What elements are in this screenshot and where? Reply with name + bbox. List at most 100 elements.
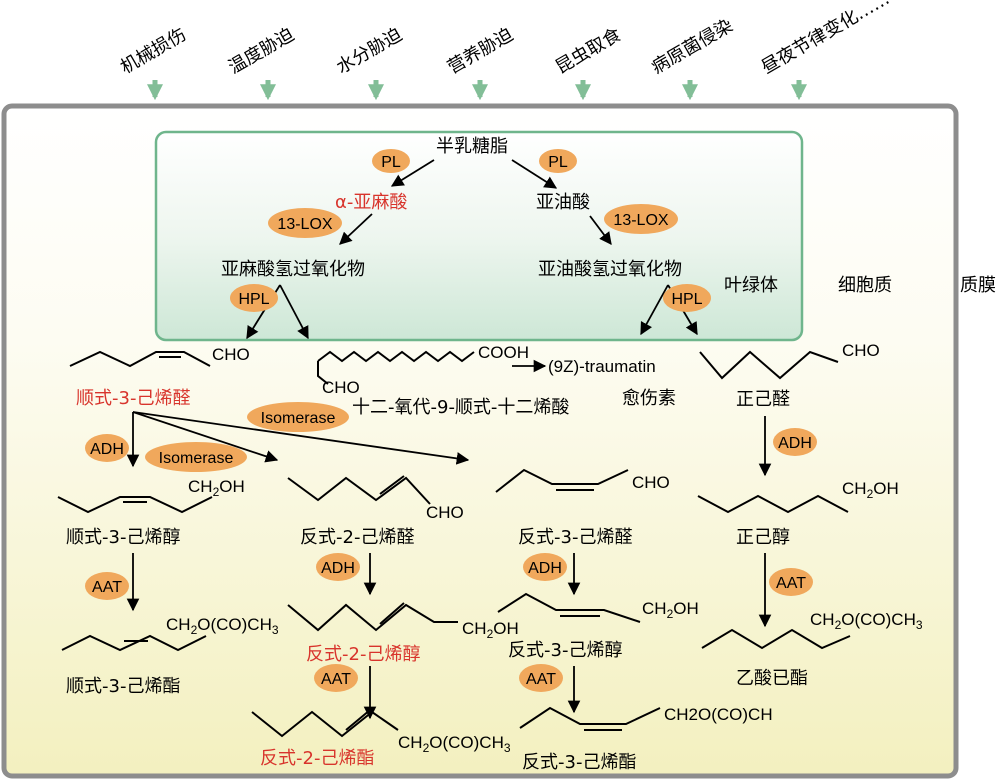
linoleic-label: 亚油酸 <box>536 192 590 213</box>
enzyme-pl-right: PL <box>539 149 577 173</box>
stress-pathogen: 病原菌侵染 <box>648 15 736 78</box>
ch2oh-group: CH2OH <box>188 477 245 499</box>
trans3-hexenol-structure <box>497 592 641 623</box>
oxo-acid-tail <box>317 361 329 385</box>
hexyl-acetate-label: 乙酸已酯 <box>736 668 808 689</box>
svg-text:ADH: ADH <box>528 560 562 577</box>
enzyme-adh-3: ADH <box>523 553 567 581</box>
enzyme-adh-1: ADH <box>85 434 129 462</box>
svg-text:HPL: HPL <box>238 291 269 308</box>
double-bond-line <box>345 709 371 731</box>
arrow-to-trans3-hexenal <box>132 411 470 465</box>
trans3-hexenal-structure <box>495 468 629 493</box>
stress-circadian: 昼夜节律变化…… <box>758 0 893 78</box>
arrow-to-alpha-linolenic <box>390 159 435 187</box>
trans2-hexenyl-acetate-structure <box>251 710 399 738</box>
svg-text:PL: PL <box>381 154 401 171</box>
hexyl-acetate-structure <box>701 628 851 650</box>
cho-group: CHO <box>842 341 880 360</box>
cis3-hexenyl-acetate-structure <box>61 634 207 652</box>
enzyme-hpl-right: HPL <box>663 284 711 312</box>
stress-mechanical: 机械损伤 <box>117 24 190 78</box>
trans2-hexenol-structure <box>287 603 458 632</box>
cis3-hexenol-structure <box>57 496 213 514</box>
svg-text:13-LOX: 13-LOX <box>277 216 332 233</box>
svg-text:AAT: AAT <box>776 575 806 592</box>
ch2oh-group: CH2OH <box>842 479 899 501</box>
enzyme-aat-hexanol: AAT <box>769 568 813 596</box>
enzyme-aat-1: AAT <box>85 572 129 600</box>
cho-group: CHO <box>632 473 670 492</box>
oxo-dodecenoic-label: 十二-氧代-9-顺式-十二烯酸 <box>352 397 569 418</box>
enzyme-lox-right: 13-LOX <box>604 204 678 234</box>
stress-arrows <box>146 80 808 101</box>
arrow-to-linoleic-hydroperoxide <box>589 215 612 246</box>
cooh-group: COOH <box>478 343 529 362</box>
acetate-group: CH2O(CO)CH3 <box>810 610 923 632</box>
acetate-group: CH2O(CO)CH3 <box>166 615 279 637</box>
cytoplasm-label: 细胞质 <box>838 275 892 296</box>
arrow-hpl-to-oxo-acid <box>279 284 309 340</box>
svg-text:PL: PL <box>548 154 568 171</box>
plasma-membrane-label: 质膜 <box>960 275 996 296</box>
enzyme-aat-3: AAT <box>519 664 563 692</box>
enzyme-hpl-left: HPL <box>230 284 278 312</box>
arrow-to-linoleic <box>511 159 558 189</box>
trans2-hexenyl-acetate-label: 反式-2-己烯酯 <box>260 748 374 769</box>
stress-insect: 昆虫取食 <box>552 24 625 78</box>
linoleic-hydroperoxide-label: 亚油酸氢过氧化物 <box>538 259 682 280</box>
chloroplast-label: 叶绿体 <box>724 275 778 296</box>
svg-text:ADH: ADH <box>90 441 124 458</box>
double-bond-line <box>379 475 405 495</box>
hexanal-label: 正己醛 <box>736 389 790 410</box>
stress-labels: 机械损伤 温度胁迫 水分胁迫 营养胁迫 昆虫取食 病原菌侵染 昼夜节律变化…… <box>117 0 893 78</box>
svg-text:HPL: HPL <box>671 291 702 308</box>
arrow-to-trans2-hexenal <box>132 411 279 463</box>
chloroplast-box <box>154 130 804 342</box>
acetate-group: CH2O(CO)CH3 <box>398 733 511 755</box>
galactolipid-label: 半乳糖脂 <box>436 136 508 157</box>
stress-water: 水分胁迫 <box>333 24 406 78</box>
svg-text:ADH: ADH <box>778 435 812 452</box>
alpha-linolenic-label: α-亚麻酸 <box>335 192 407 213</box>
svg-text:AAT: AAT <box>526 671 556 688</box>
cis3-hexenyl-acetate-label: 顺式-3-己烯酯 <box>66 676 180 697</box>
trans3-hexenal-label: 反式-3-己烯醛 <box>518 527 632 548</box>
double-bond-line <box>379 602 405 625</box>
stress-nutrition: 营养胁迫 <box>444 24 517 78</box>
cis3-hexenol-label: 顺式-3-己烯醇 <box>66 527 180 548</box>
trans3-hexenol-label: 反式-3-己烯醇 <box>508 640 622 661</box>
svg-text:AAT: AAT <box>321 671 351 688</box>
trans2-hexenal-label: 反式-2-己烯醛 <box>300 527 414 548</box>
enzyme-isomerase-middle: Isomerase <box>145 442 247 472</box>
traumatin-cn-label: 愈伤素 <box>622 388 676 409</box>
enzyme-lox-left: 13-LOX <box>268 208 342 238</box>
trans2-hexenol-label: 反式-2-己烯醇 <box>306 644 420 665</box>
trans2-hexenal-structure <box>287 476 431 505</box>
oxo-acid-chain <box>317 350 475 363</box>
cho-group: CHO <box>212 345 250 364</box>
enzyme-aat-2: AAT <box>314 664 358 692</box>
hexanol-label: 正己醇 <box>736 527 790 548</box>
enzyme-pl-left: PL <box>372 149 410 173</box>
ch2oh-group: CH2OH <box>642 599 699 621</box>
cho-group: CHO <box>322 378 360 397</box>
svg-text:Isomerase: Isomerase <box>261 410 336 427</box>
svg-text:13-LOX: 13-LOX <box>613 212 668 229</box>
stress-temperature: 温度胁迫 <box>225 24 298 78</box>
svg-text:AAT: AAT <box>92 579 122 596</box>
cis3-hexenal-label: 顺式-3-己烯醛 <box>76 388 190 409</box>
enzyme-adh-hexanal: ADH <box>773 428 817 456</box>
linolenic-hydroperoxide-label: 亚麻酸氢过氧化物 <box>221 259 365 280</box>
enzyme-isomerase-top: Isomerase <box>247 402 349 432</box>
enzyme-adh-2: ADH <box>316 553 360 581</box>
trans3-hexenyl-acetate-label: 反式-3-己烯酯 <box>522 752 636 773</box>
arrow-to-linolenic-hydroperoxide <box>339 213 373 245</box>
svg-text:ADH: ADH <box>321 560 355 577</box>
traumatin-label: (9Z)-traumatin <box>548 357 656 376</box>
cho-group: CHO <box>426 503 464 522</box>
trans3-hexenyl-acetate-structure <box>519 706 661 729</box>
acetate-group-truncated: CH2O(CO)CH <box>664 705 773 724</box>
hexanol-structure <box>697 494 849 514</box>
